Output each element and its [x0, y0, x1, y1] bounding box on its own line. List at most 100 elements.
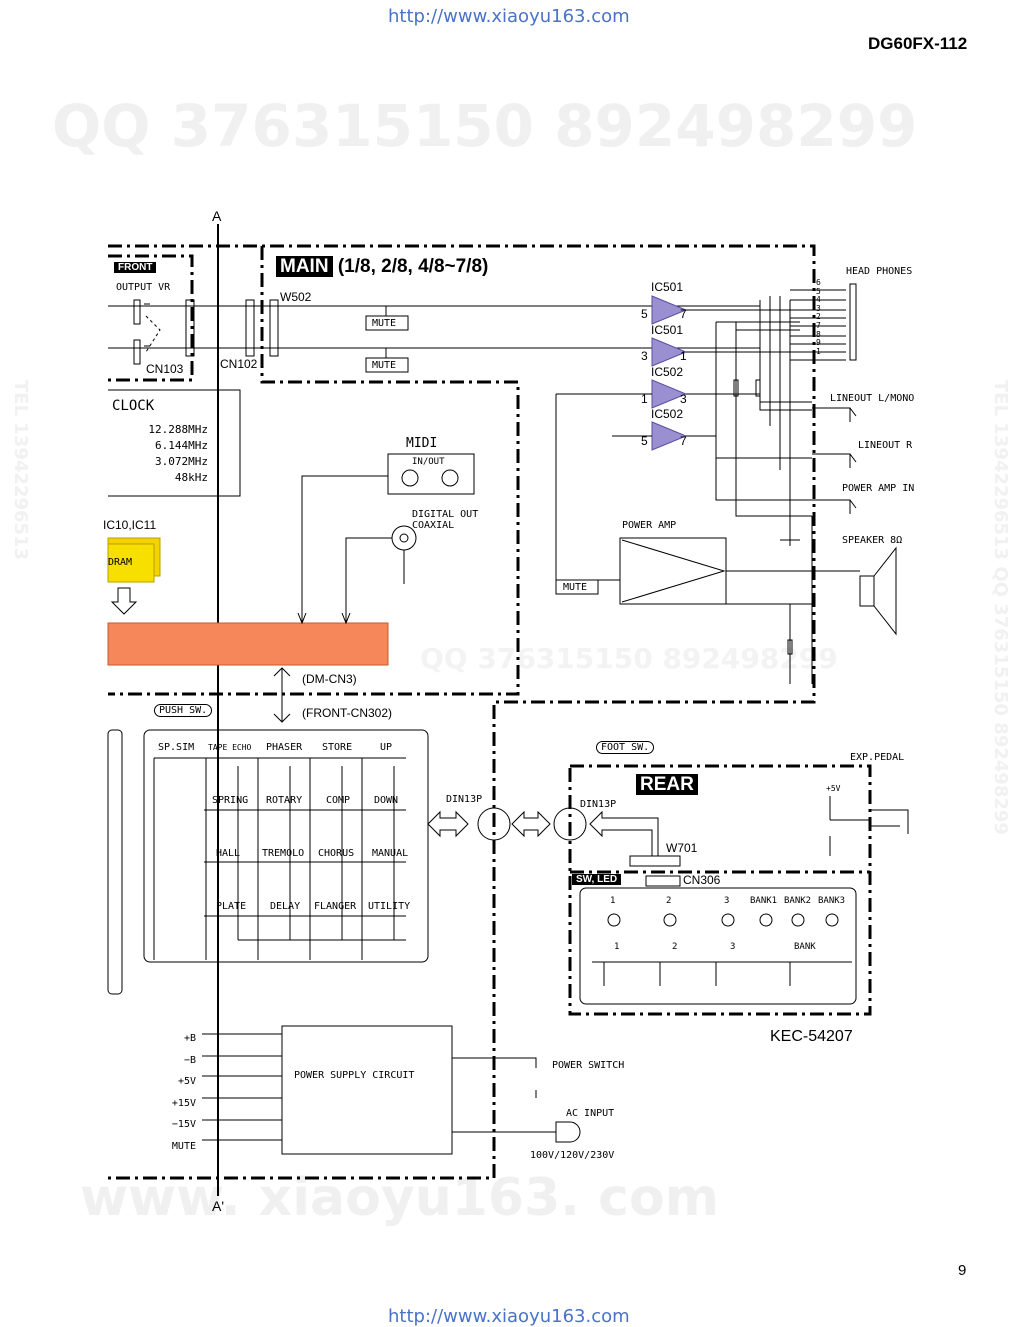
digital-out-line1: DIGITAL OUT — [412, 509, 479, 520]
ic502-a-out: 3 — [680, 392, 687, 406]
power-rails: +B −B +5V +15V −15V MUTE — [166, 1028, 196, 1157]
mute-label-1: MUTE — [372, 318, 397, 329]
cut-label-a: A — [212, 208, 222, 224]
output-vr-label: OUTPUT VR — [116, 282, 171, 293]
head-phones-label: HEAD PHONES — [846, 266, 913, 277]
sw-rotary: ROTARY — [266, 795, 303, 806]
ic502-b-label: IC502 — [651, 407, 684, 421]
sw-hall: HALL — [216, 848, 241, 859]
sw-sp-sim: SP.SIM — [158, 742, 195, 753]
cut-label-a-prime: A' — [212, 1198, 225, 1214]
page-number: 9 — [958, 1262, 967, 1279]
mute-label-3: MUTE — [563, 582, 588, 593]
exp-pedal-label: EXP.PEDAL — [850, 752, 905, 763]
sw-spring: SPRING — [212, 795, 249, 806]
sw-phaser: PHASER — [266, 742, 303, 753]
clock-freqs: 12.288MHz 6.144MHz 3.072MHz 48kHz — [132, 422, 208, 486]
speaker-label: SPEAKER 8Ω — [842, 535, 903, 546]
ic502-a-in: 1 — [641, 392, 648, 406]
led-label-1: 1 — [610, 896, 616, 906]
ic502-a-label: IC502 — [651, 365, 684, 379]
sw-chorus: CHORUS — [318, 848, 355, 859]
sw-store: STORE — [322, 742, 353, 753]
clock-title: CLOCK — [112, 398, 155, 414]
main-tag: MAIN — [276, 256, 333, 277]
digital-out-label: DIGITAL OUT COAXIAL — [412, 509, 478, 531]
main-pages: (1/8, 2/8, 4/8~7/8) — [337, 256, 489, 277]
clock-freq-1: 12.288MHz — [148, 423, 208, 436]
model-number: DG60FX-112 — [868, 34, 968, 53]
clock-freq-2: 6.144MHz — [155, 439, 208, 452]
sw-tape-echo: TAPE ECHO — [208, 743, 252, 752]
push-sw-label: PUSH SW. — [154, 704, 213, 717]
board-code: KEC-54207 — [770, 1028, 853, 1045]
power-amp-label: POWER AMP — [622, 520, 677, 531]
sw-delay: DELAY — [270, 901, 301, 912]
lineout-l-label: LINEOUT L/MONO — [830, 393, 915, 404]
dm-cn3-label: (DM-CN3) — [302, 672, 357, 686]
led-label-bank3: BANK3 — [818, 896, 846, 906]
clock-freq-4: 48kHz — [174, 471, 208, 484]
rear-sw-label-3: 3 — [730, 942, 736, 952]
ic502-b-in: 5 — [641, 434, 648, 448]
voltage-label: 100V/120V/230V — [530, 1150, 615, 1161]
led-label-bank1: BANK1 — [750, 896, 778, 906]
cn306-label: CN306 — [683, 873, 721, 887]
lineout-r-label: LINEOUT R — [858, 440, 913, 451]
ic501-b-label: IC501 — [651, 323, 684, 337]
power-amp-in-label: POWER AMP IN — [842, 483, 915, 494]
midi-title: MIDI — [406, 436, 438, 451]
sw-led-tag: SW, LED — [572, 874, 622, 885]
mute-label-2: MUTE — [372, 360, 397, 371]
rail-minus-b: −B — [183, 1054, 196, 1066]
watermark-qq-mid: QQ 376315150 892498299 — [420, 642, 838, 675]
rear-sw-label-1: 1 — [614, 942, 620, 952]
front-tag: FRONT — [114, 262, 157, 273]
rear-tag: REAR — [636, 774, 698, 796]
bottom-url: http://www.xiaoyu163.com — [388, 1306, 630, 1327]
sw-down: DOWN — [374, 795, 399, 806]
w502-label: W502 — [280, 290, 312, 304]
foot-sw-label: FOOT SW. — [596, 741, 655, 754]
cn103-label: CN103 — [146, 362, 184, 376]
din13p-left-label: DIN13P — [446, 794, 483, 805]
digital-out-line2: COAXIAL — [412, 520, 455, 531]
ic10-ic11-label: IC10,IC11 — [103, 518, 157, 532]
watermark-side-right: TEL 13942296513 QQ 376315150 892498299 — [990, 380, 1011, 835]
cn102-label: CN102 — [220, 357, 258, 371]
sw-utility: UTILITY — [368, 901, 411, 912]
rear-sw-label-bank: BANK — [794, 942, 816, 952]
front-cn302-label: (FRONT-CN302) — [302, 706, 393, 720]
ic501-b-in: 3 — [641, 349, 648, 363]
sw-comp: COMP — [326, 795, 351, 806]
top-url: http://www.xiaoyu163.com — [388, 6, 630, 27]
led-label-2: 2 — [666, 896, 672, 906]
led-label-bank2: BANK2 — [784, 896, 812, 906]
dram-label: DRAM — [108, 557, 133, 568]
sw-flanger: FLANGER — [314, 901, 357, 912]
ic502-b-out: 7 — [680, 434, 687, 448]
led-label-3: 3 — [724, 896, 730, 906]
sw-manual: MANUAL — [372, 848, 409, 859]
power-supply-label: POWER SUPPLY CIRCUIT — [294, 1070, 415, 1081]
watermark-qq: QQ 376315150 892498299 — [52, 92, 918, 160]
w701-label: W701 — [666, 841, 698, 855]
midi-port-label: IN/OUT — [412, 457, 445, 467]
din13p-right-label: DIN13P — [580, 799, 617, 810]
main-board-title: MAIN (1/8, 2/8, 4/8~7/8) — [276, 256, 488, 278]
rail-plus-b: +B — [183, 1033, 196, 1044]
ic501-a-in: 5 — [641, 307, 648, 321]
rail-plus15v: +15V — [171, 1097, 196, 1109]
rear-sw-label-2: 2 — [672, 942, 678, 952]
rail-plus5v: +5V — [177, 1076, 196, 1087]
sw-plate: PLATE — [216, 901, 247, 912]
sw-up: UP — [380, 742, 393, 753]
ac-input-label: AC INPUT — [566, 1108, 615, 1119]
plus5v-label: +5V — [826, 784, 841, 793]
ic501-a-out: 7 — [680, 307, 687, 321]
clock-freq-3: 3.072MHz — [155, 455, 208, 468]
rail-minus15v: −15V — [171, 1119, 196, 1130]
power-switch-label: POWER SWITCH — [552, 1060, 625, 1071]
